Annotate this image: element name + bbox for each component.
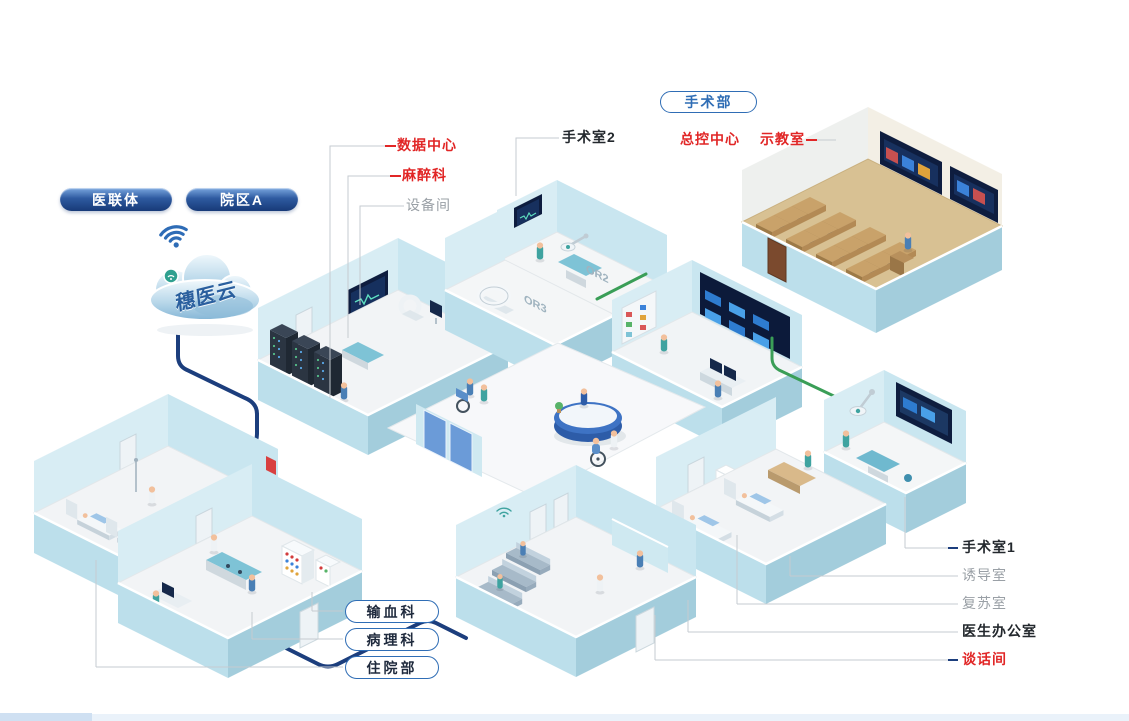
blood-bank-cabinets — [280, 539, 342, 588]
cloud-badge-icon — [163, 268, 179, 284]
or1-screen — [896, 382, 952, 444]
lobby — [386, 342, 707, 498]
footer-strip — [0, 714, 1129, 721]
wheelchair-patient — [590, 430, 619, 467]
callout-induction: 诱导室 — [962, 567, 1007, 583]
wall-wifi-icon — [496, 507, 512, 518]
or2-wall-screen — [514, 194, 542, 228]
teaching-screens — [880, 131, 998, 223]
lab-bench — [206, 534, 262, 595]
or1-room — [822, 370, 968, 533]
navy-ticks — [948, 547, 958, 661]
callout-or1: 手术室1 — [962, 539, 1016, 555]
callout-or2: 手术室2 — [562, 129, 616, 145]
badge-campus-a[interactable]: 院区A — [186, 188, 298, 211]
wifi-icon — [159, 225, 188, 248]
control-console — [659, 334, 746, 401]
waiting-exterior-door — [635, 606, 655, 653]
reception-desk — [554, 388, 626, 446]
talk-room — [611, 518, 669, 573]
entrance-doors — [416, 404, 482, 477]
callout-anesthesia: 麻醉科 — [402, 167, 447, 183]
cloud — [149, 253, 261, 336]
cable-cloud — [176, 328, 259, 416]
pill-pathology[interactable]: 病理科 — [345, 628, 439, 651]
surgical-light — [849, 389, 875, 416]
control-room — [610, 260, 804, 447]
callout-recovery: 复苏室 — [962, 595, 1007, 611]
control-shelf — [621, 290, 657, 345]
anesthesia-equipment — [342, 294, 442, 370]
lecturer-podium — [890, 232, 914, 277]
pill-inpatient[interactable]: 住院部 — [345, 656, 439, 679]
wall-notice — [266, 456, 276, 475]
teaching-room — [740, 107, 1004, 333]
callout-lines — [95, 137, 958, 668]
callout-talk-room: 谈话间 — [962, 651, 1007, 667]
video-wall — [700, 272, 790, 359]
callout-equipment-room: 设备间 — [406, 197, 451, 213]
work-desk — [150, 582, 192, 611]
callout-demo-room: 示教室 — [760, 131, 805, 147]
callout-data-center: 数据中心 — [397, 137, 457, 153]
pill-blood-transfusion[interactable]: 输血科 — [345, 600, 439, 623]
callout-doctor-office: 医生办公室 — [962, 623, 1037, 639]
callout-master-control: 总控中心 — [680, 131, 740, 147]
badge-surgery-dept[interactable]: 手术部 — [660, 91, 757, 113]
lobby-visitors — [456, 378, 489, 413]
patient-beds — [66, 458, 162, 559]
operating-table — [841, 430, 912, 484]
footer-strip-accent — [0, 713, 92, 721]
teaching-room-door — [767, 237, 787, 283]
cable-green — [595, 272, 840, 400]
badge-medical-alliance[interactable]: 医联体 — [60, 188, 172, 211]
red-ticks — [385, 139, 817, 177]
or2-surgical-bed — [535, 233, 602, 288]
doctor-office-table — [768, 450, 816, 494]
waiting-room — [454, 465, 698, 677]
or3-scanner — [477, 284, 514, 314]
lab-block — [116, 464, 364, 678]
